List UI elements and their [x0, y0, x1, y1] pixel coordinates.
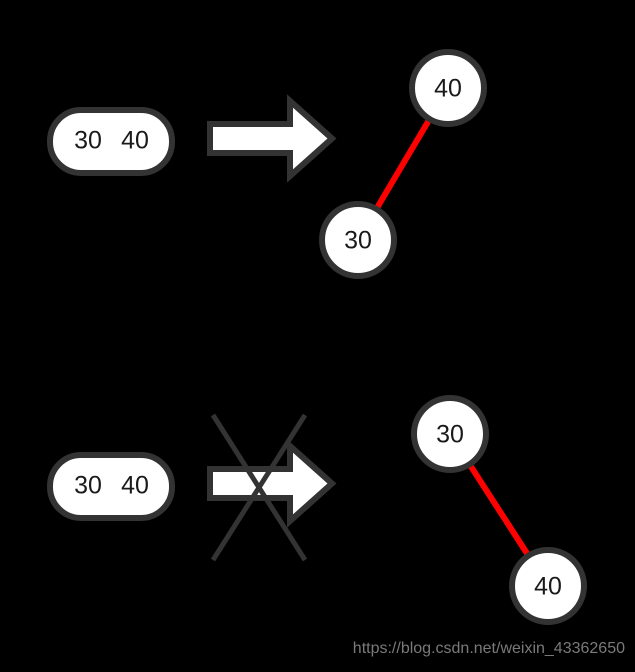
node-bottom-40-circle [509, 547, 587, 625]
array-capsule-bottom: 30 40 [47, 452, 175, 521]
arrow-right [207, 94, 337, 183]
node-bottom-40: 40 [509, 547, 587, 625]
array-capsule-shape [47, 452, 175, 521]
node-bottom-30-label: 30 [436, 421, 464, 449]
node-top-40: 40 [409, 49, 487, 127]
row-invalid: 30 40 30 40 [47, 395, 587, 625]
cross-out-stroke-2 [210, 413, 308, 562]
array-value-0: 30 [74, 127, 102, 155]
node-top-30-circle [319, 201, 397, 279]
arrow-right-crossed [207, 413, 337, 562]
arrow-right-shape [207, 94, 337, 183]
array-capsule-shape [47, 107, 175, 176]
node-top-40-label: 40 [434, 75, 462, 103]
array-value-0: 30 [74, 472, 102, 500]
node-bottom-30: 30 [411, 395, 489, 473]
node-top-30-label: 30 [344, 227, 372, 255]
node-top-30: 30 [319, 201, 397, 279]
arrow-right-shape [207, 439, 337, 528]
array-value-1: 40 [121, 472, 149, 500]
node-bottom-40-label: 40 [534, 573, 562, 601]
watermark: https://blog.csdn.net/weixin_43362650 [353, 640, 625, 657]
row-valid: 30 40 40 30 [47, 49, 487, 279]
array-value-1: 40 [121, 127, 149, 155]
node-bottom-30-circle [411, 395, 489, 473]
array-capsule-top: 30 40 [47, 107, 175, 176]
node-top-40-circle [409, 49, 487, 127]
